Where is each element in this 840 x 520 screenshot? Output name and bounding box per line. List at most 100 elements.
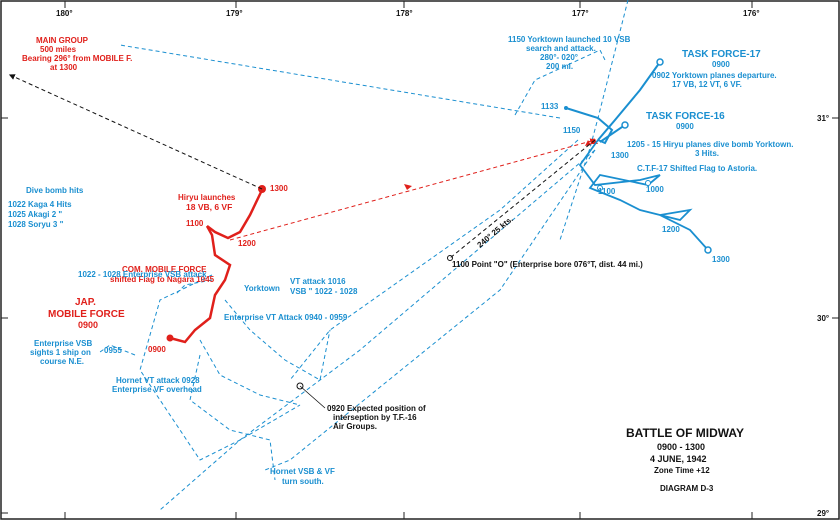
yorktown-departure-line2: 17 VB, 12 VT, 6 VF. (672, 80, 742, 89)
yorktown-launched-label: 1150 Yorktown launched 10 VSB search and… (508, 35, 631, 71)
tf17-1133-marker (564, 106, 568, 110)
point-o-marker (447, 255, 453, 261)
yorktown-attack-label: Yorktown VT attack 1016 VSB " 1022 - 102… (244, 277, 358, 296)
main-group-time: at 1300 (50, 63, 78, 72)
yorktown-launched-line2: search and attack. (526, 44, 596, 53)
japan-time-1300: 1300 (270, 184, 288, 193)
tf16-1100-marker (597, 185, 603, 191)
hornet-vt-line1: Hornet VT attack 0928 (116, 376, 200, 385)
us-time-1000: 1000 (646, 185, 664, 194)
hiryu-launch-label: Hiryu launches 18 VB, 6 VF (178, 193, 236, 212)
tf16-time: 0900 (676, 122, 694, 131)
dive-bomb-soryu: 1028 Soryu 3 " (8, 220, 64, 229)
yorktown-launched-line3: 280°- 020° (540, 53, 578, 62)
interception-label: 0920 Expected position of interseption b… (327, 404, 426, 431)
enterprise-time-0955: 0955 (104, 346, 122, 355)
lat-29-label: 29° (817, 509, 829, 518)
yorktown-departure-line1: 0902 Yorktown planes departure. (652, 71, 777, 80)
enterprise-sights-line3: course N.E. (40, 357, 84, 366)
yorktown-attack-vt: VT attack 1016 (290, 277, 346, 286)
title-name: BATTLE OF MIDWAY (626, 426, 744, 440)
tf16-0900-marker (621, 121, 629, 129)
dive-bomb-title: Dive bomb hits (26, 186, 84, 195)
tf17-time: 0900 (712, 60, 730, 69)
main-group-distance: 500 miles (40, 45, 77, 54)
com-mobile-line1: COM. MOBILE FORCE (122, 265, 207, 274)
dive-bomb-kaga: 1022 Kaga 4 Hits (8, 200, 72, 209)
us-time-1150: 1150 (563, 126, 581, 135)
course-label: 240° 25 kts. (476, 215, 515, 250)
dive-bomb-hits-label: Dive bomb hits 1022 Kaga 4 Hits 1025 Aka… (8, 186, 84, 229)
hiryu-launch-line1: Hiryu launches (178, 193, 236, 202)
us-time-1300-tf17: 1300 (611, 151, 629, 160)
hiryu-dive-line2: 3 Hits. (695, 149, 719, 158)
main-group-title: MAIN GROUP (36, 36, 89, 45)
us-time-1200: 1200 (662, 225, 680, 234)
enterprise-sights-line2: sights 1 ship on (30, 348, 91, 357)
com-mobile-line2: shifted Flag to Nagara 1045 (110, 275, 215, 284)
title-block: BATTLE OF MIDWAY 0900 - 1300 4 JUNE, 194… (626, 426, 744, 493)
enterprise-vsb-attack-label: 1022 - 1028 Enterprise VSB attack (78, 270, 207, 279)
lon-176-label: 176° (743, 9, 760, 18)
hornet-south-label: Hornet VSB & VF turn south. (270, 467, 335, 486)
interception-line2: interseption by T.F.-16 (333, 413, 417, 422)
hornet-south-line2: turn south. (282, 477, 324, 486)
mobile-force-time: 0900 (78, 320, 98, 330)
title-zone: Zone Time +12 (654, 466, 710, 475)
us-ship-tracks (565, 61, 709, 251)
title-time-range: 0900 - 1300 (657, 442, 705, 452)
lon-179-label: 179° (226, 9, 243, 18)
mobile-force-line1: JAP. (75, 297, 96, 308)
japan-time-0900: 0900 (148, 345, 166, 354)
us-time-1133: 1133 (541, 102, 559, 111)
hiryu-plane-arrows (404, 138, 598, 190)
lat-31-label: 31° (817, 114, 829, 123)
lat-30-label: 30° (817, 314, 829, 323)
tf17-0900-marker (656, 58, 664, 66)
interception-leader (299, 385, 326, 409)
tf16-1300-marker (704, 246, 712, 254)
mobile-force-line2: MOBILE FORCE (48, 309, 125, 320)
tf16-name: TASK FORCE-16 (646, 111, 725, 122)
hornet-south-line1: Hornet VSB & VF (270, 467, 335, 476)
enterprise-vt-attack-label: Enterprise VT Attack 0940 - 0959 (224, 313, 348, 322)
us-time-1300-tf16: 1300 (712, 255, 730, 264)
hornet-vt-label: Hornet VT attack 0928 Enterprise VF over… (112, 376, 202, 394)
hiryu-dive-line1: 1205 - 15 Hiryu planes dive bomb Yorktow… (627, 140, 793, 149)
com-mobile-force-label: COM. MOBILE FORCE shifted Flag to Nagara… (110, 265, 215, 284)
enterprise-vsb-sights-label: Enterprise VSB sights 1 ship on course N… (30, 339, 92, 366)
hiryu-launch-line2: 18 VB, 6 VF (186, 202, 232, 212)
lon-180-label: 180° (56, 9, 73, 18)
black-routes (8, 74, 596, 259)
dive-bomb-akagi: 1025 Akagi 2 " (8, 210, 62, 219)
lon-178-label: 178° (396, 9, 413, 18)
interception-line1: 0920 Expected position of (327, 404, 426, 413)
hornet-vt-line2: Enterprise VF overhead (112, 385, 202, 394)
japan-time-1200: 1200 (238, 239, 256, 248)
tf17-name: TASK FORCE-17 (682, 49, 761, 60)
yorktown-attack-vsb: VSB " 1022 - 1028 (290, 287, 358, 296)
japan-routes (169, 138, 597, 344)
yorktown-attack-ship: Yorktown (244, 284, 280, 293)
tf16-1000-marker (645, 180, 651, 186)
hiryu-dive-bomb-label: 1205 - 15 Hiryu planes dive bomb Yorktow… (627, 140, 793, 158)
mobile-force-label: JAP. MOBILE FORCE 0900 (48, 297, 125, 330)
yorktown-departure-label: 0902 Yorktown planes departure. 17 VB, 1… (652, 71, 777, 89)
point-o-label: 1100 Point "O" (Enterprise bore 076°T, d… (452, 260, 643, 269)
yorktown-launched-line4: 200 mi. (546, 62, 573, 71)
us-air-routes (99, 0, 629, 511)
enterprise-sights-line1: Enterprise VSB (34, 339, 92, 348)
interception-marker (296, 382, 304, 390)
title-date: 4 JUNE, 1942 (650, 454, 707, 464)
us-time-1100: 1100 (598, 187, 616, 196)
lon-177-label: 177° (572, 9, 589, 18)
main-group-label: MAIN GROUP 500 miles Bearing 296° from M… (22, 36, 132, 72)
japan-time-1100: 1100 (186, 219, 204, 228)
yorktown-launched-line1: 1150 Yorktown launched 10 VSB (508, 35, 631, 44)
interception-line3: Air Groups. (333, 422, 377, 431)
mobile-force-0900-position (166, 334, 174, 342)
